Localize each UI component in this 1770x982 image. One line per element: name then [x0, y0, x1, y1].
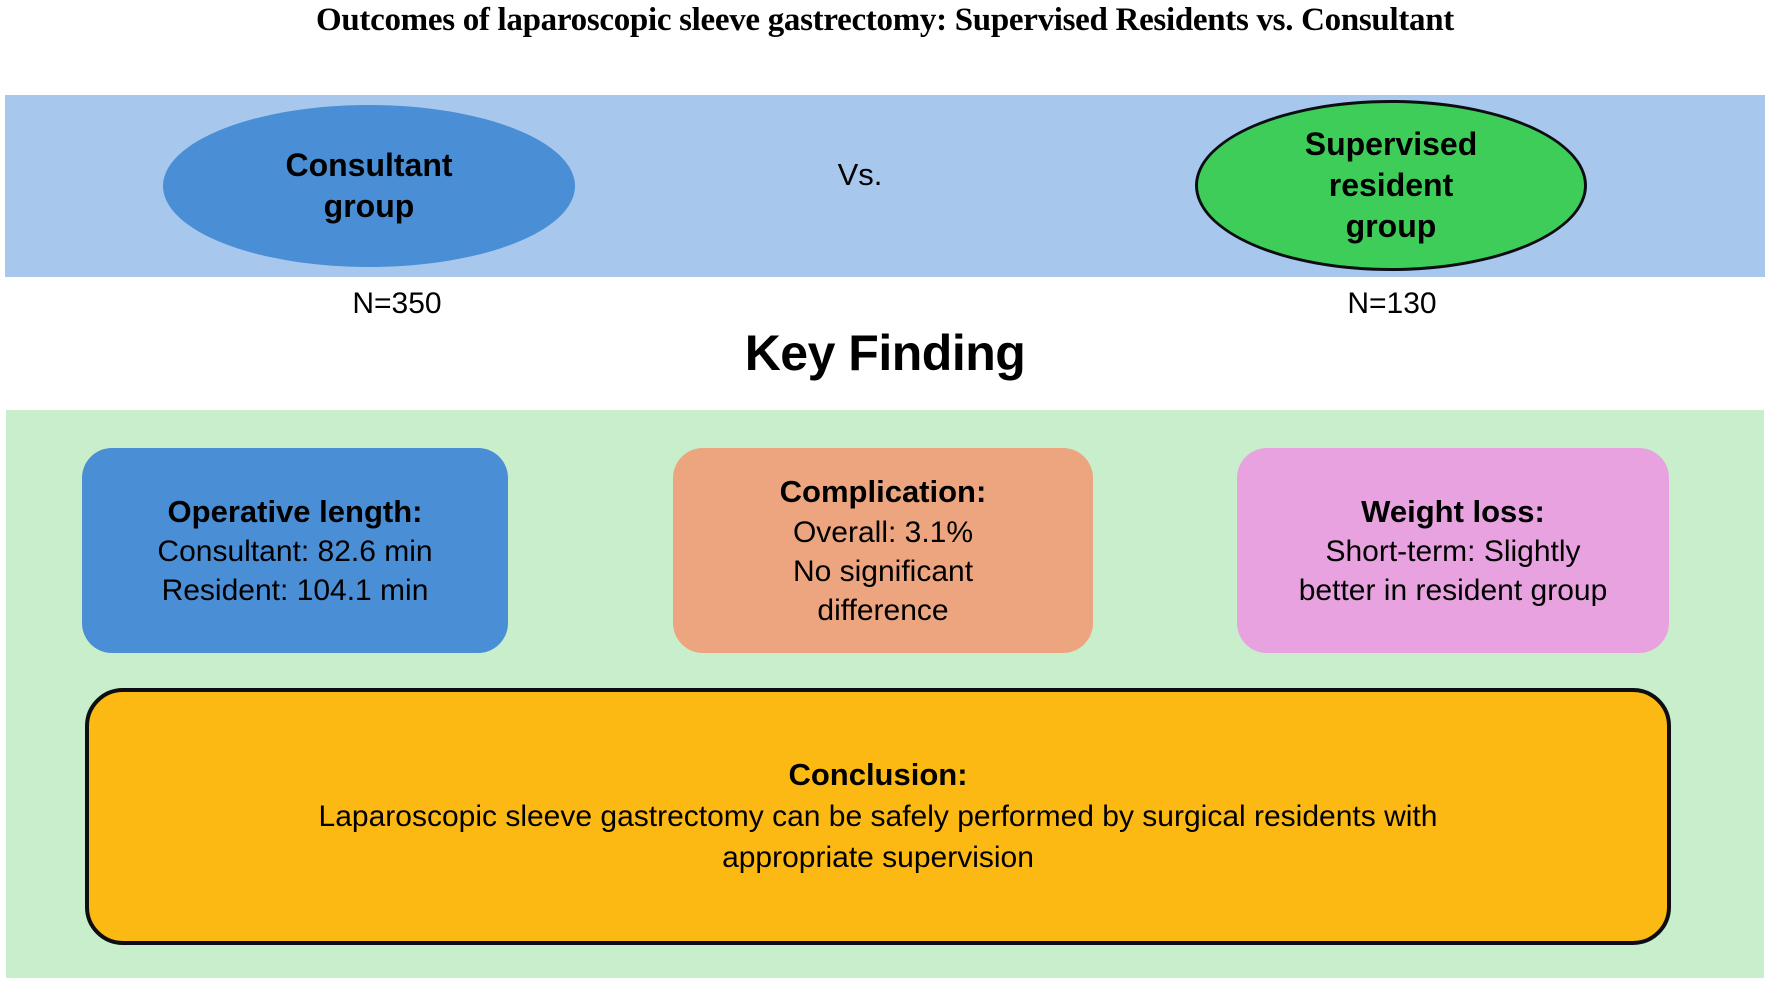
weight-loss-note-line: Short-term: Slightly [1325, 535, 1581, 569]
resident-group-ellipse: Supervised resident group [1195, 100, 1587, 271]
conclusion-body-line: appropriate supervision [722, 841, 1034, 875]
complication-note-line: difference [817, 593, 949, 627]
complication-title: Complication: [779, 474, 987, 510]
conclusion-box: Conclusion: Laparoscopic sleeve gastrect… [85, 688, 1671, 945]
complication-overall-value: Overall: 3.1% [792, 515, 974, 549]
vs-label: Vs. [837, 157, 883, 192]
conclusion-body-line: Laparoscopic sleeve gastrectomy can be s… [318, 800, 1438, 834]
consultant-group-label-line: Consultant [285, 147, 453, 184]
weight-loss-card: Weight loss: Short-term: Slightly better… [1237, 448, 1669, 653]
operative-length-resident-value: Resident: 104.1 min [161, 574, 429, 608]
resident-group-label-line: resident [1328, 167, 1454, 204]
resident-group-label-line: group [1345, 207, 1437, 244]
consultant-group-ellipse: Consultant group [163, 105, 575, 267]
operative-length-card: Operative length: Consultant: 82.6 min R… [82, 448, 508, 653]
weight-loss-note-line: better in resident group [1298, 574, 1608, 608]
complication-note-line: No significant [792, 554, 974, 588]
consultant-n-label: N=350 [352, 287, 442, 320]
weight-loss-title: Weight loss: [1361, 493, 1545, 529]
conclusion-title: Conclusion: [788, 757, 968, 793]
resident-group-label-line: Supervised [1304, 126, 1478, 163]
consultant-group-label-line: group [323, 188, 415, 224]
figure-title: Outcomes of laparoscopic sleeve gastrect… [316, 2, 1454, 38]
complication-card: Complication: Overall: 3.1% No significa… [673, 448, 1093, 653]
resident-n-label: N=130 [1347, 287, 1437, 320]
groups-band: Consultant group Vs. Supervised resident… [5, 95, 1765, 277]
operative-length-consultant-value: Consultant: 82.6 min [157, 535, 433, 569]
key-finding-heading: Key Finding [744, 325, 1026, 381]
operative-length-title: Operative length: [167, 493, 423, 529]
findings-panel: Operative length: Consultant: 82.6 min R… [6, 410, 1764, 978]
